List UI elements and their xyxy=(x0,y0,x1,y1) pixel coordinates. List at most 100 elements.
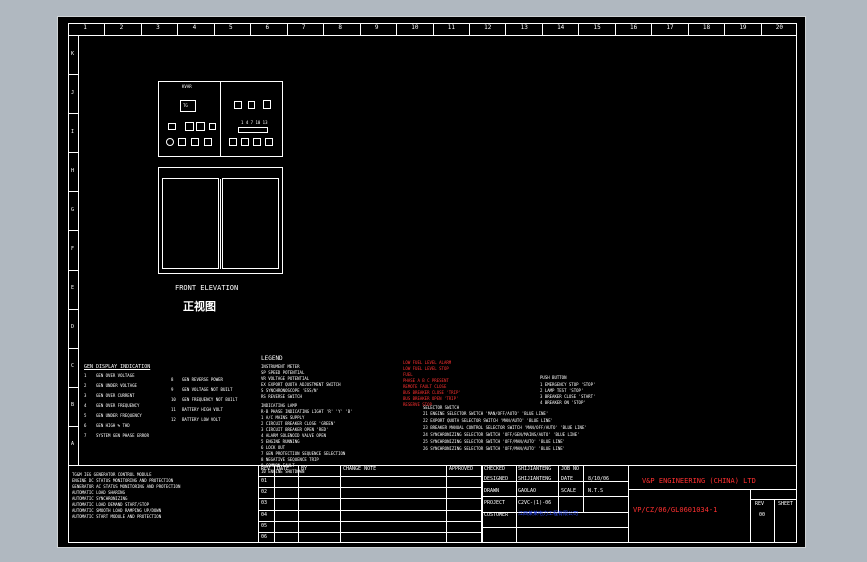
column-divider xyxy=(104,23,106,35)
revision-row-num: 05 xyxy=(261,522,268,529)
checked-label: CHECKED xyxy=(484,466,506,472)
designed-value: SHIJIANTENG xyxy=(518,476,552,482)
title-right-divider xyxy=(628,489,797,490)
date-value: 8/10/06 xyxy=(588,476,610,482)
front-elevation-title-cn: 正视图 xyxy=(183,300,216,313)
notes-row: GENERATOR AC STATUS MONITORING AND PROTE… xyxy=(72,484,181,489)
revision-row-num: 06 xyxy=(261,533,268,540)
legend-indicating-lamp: INDICATING LAMP xyxy=(261,403,298,408)
date-label: DATE xyxy=(561,476,574,482)
row-divider xyxy=(68,113,78,115)
notes-row: AUTOMATIC LOAD DEMAND START/STOP xyxy=(72,502,150,507)
revision-col-divider xyxy=(298,465,299,543)
meter-icon xyxy=(180,100,196,112)
gen-display-num: 7 xyxy=(84,433,87,438)
column-divider xyxy=(213,23,215,35)
gen-display-num: 8 xyxy=(171,377,174,382)
title-row-divider xyxy=(482,511,628,513)
revision-row-num: 04 xyxy=(261,511,268,518)
gen-display-text: GEN OVER CURRENT xyxy=(96,393,135,398)
column-divider xyxy=(614,23,616,35)
revision-row-divider xyxy=(258,487,482,489)
row-divider xyxy=(68,425,78,427)
drawing-number: VP/CZ/06/GL0601034-1 xyxy=(633,506,718,514)
legend-red-row: LOW FUEL LEVEL ALARM xyxy=(403,360,452,365)
title-block xyxy=(482,465,797,543)
revision-row-divider xyxy=(258,476,482,478)
column-divider xyxy=(396,23,398,35)
notes-row: ENGINE DC STATUS MONITORING AND PROTECTI… xyxy=(72,478,174,483)
legend-lamp-row: 7 GEN PROTECTION SEQUENCE SELECTION xyxy=(261,451,346,456)
column-label: 8 xyxy=(338,24,342,31)
legend-red-row: BUS BREAKER OPEN 'TRIP' xyxy=(403,396,459,401)
row-label: I xyxy=(71,128,75,135)
column-label: 9 xyxy=(374,24,379,31)
scale-label: SCALE xyxy=(561,488,577,494)
gen-display-num: 2 xyxy=(84,383,87,388)
revision-row-divider xyxy=(258,531,482,533)
gen-display-text: BATTERY LOW VOLT xyxy=(182,417,221,422)
column-divider xyxy=(140,23,142,35)
gen-display-text: GEN FREQUENCY NOT BUILT xyxy=(182,397,238,402)
title-row-divider xyxy=(482,527,628,529)
gen-display-num: 12 xyxy=(171,417,176,422)
column-divider xyxy=(432,23,434,35)
legend-selector-row: 26 SYNCHRONIZING SELECTOR SWITCH 'OFF/MA… xyxy=(423,446,566,451)
button-icon xyxy=(191,138,199,146)
revision-col-divider xyxy=(446,465,447,543)
row-divider xyxy=(68,230,78,232)
revision-row-divider xyxy=(258,520,482,522)
button-icon xyxy=(253,138,261,146)
drawing-sheet: KVAR TG 1 4 7 10 13 FRONT ELEVATION 正视图 … xyxy=(57,16,806,548)
project-value: C2VC-(1)-06 xyxy=(518,500,552,506)
title-right-divider xyxy=(750,489,751,543)
row-divider xyxy=(68,347,78,349)
button-icon xyxy=(166,138,174,146)
column-label: 16 xyxy=(629,24,638,31)
column-divider xyxy=(578,23,580,35)
gen-display-text: GEN UNDER FREQUENCY xyxy=(96,413,142,418)
revision-row-num: 02 xyxy=(261,489,268,496)
row-label: E xyxy=(71,285,75,292)
notes-row: AUTOMATIC SMOOTH LOAD RAMPING UP/DOWN xyxy=(72,508,162,513)
button-icon xyxy=(241,138,249,146)
legend-row: SP SPEED POTENTIAL xyxy=(261,370,305,375)
indicator-icon xyxy=(263,100,271,109)
column-label: 18 xyxy=(702,24,711,31)
gen-display-text: GEN OVER VOLTAGE xyxy=(96,373,135,378)
row-label: A xyxy=(71,441,75,448)
legend-push-row: 1 EMERGENCY STOP 'STOP' xyxy=(540,382,596,387)
legend-red-row: PHASE A B C PRESENT xyxy=(403,378,449,383)
title-right-divider xyxy=(750,499,797,500)
column-divider xyxy=(177,23,179,35)
title-col-divider xyxy=(558,465,559,512)
column-label: 6 xyxy=(265,24,270,31)
row-strip xyxy=(68,35,79,465)
gen-display-text: BATTERY HIGH VOLT xyxy=(182,407,223,412)
gen-display-num: 11 xyxy=(171,407,176,412)
title-row-divider xyxy=(482,496,628,498)
gen-display-text: GEN VOLTAGE NOT BUILT xyxy=(182,387,233,392)
revision-header: CHANGE NOTE xyxy=(343,466,377,472)
revision-table xyxy=(258,465,482,543)
gen-display-heading: GEN DISPLAY INDICATION xyxy=(84,364,151,370)
column-divider xyxy=(359,23,361,35)
notes-row: TG&M IEG GENERATOR CONTROL MODULE xyxy=(72,472,152,477)
column-divider xyxy=(651,23,653,35)
panel-door-right xyxy=(222,178,279,269)
notes-row: AUTOMATIC LOAD SHARING xyxy=(72,490,125,495)
company-name: V&P ENGINEERING (CHINA) LTD xyxy=(642,477,756,485)
legend-lamp-row: 4 ALARM SOLENOID VALVE OPEN xyxy=(261,433,327,438)
legend-row: EX EXPORT QUOTA ADJUSTMENT SWITCH xyxy=(261,382,341,387)
legend-lamp-row: 2 CIRCUIT BREAKER CLOSE 'GREEN' xyxy=(261,421,336,426)
indicator-strip-icon xyxy=(238,127,268,133)
panel-upper-divider xyxy=(220,81,221,157)
legend-selector-row: 25 SYNCHRONIZING SELECTOR SWITCH 'OFF/MA… xyxy=(423,439,566,444)
legend-lamp-row: 9 COMMON FAULT xyxy=(261,463,295,468)
column-label: 4 xyxy=(192,24,197,31)
revision-row-num: 03 xyxy=(261,500,268,507)
column-label: 2 xyxy=(119,24,124,31)
project-label: PROJECT xyxy=(484,500,506,506)
column-label: 19 xyxy=(739,24,747,31)
legend-push-row: 2 LAMP TEST 'STOP' xyxy=(540,388,584,393)
